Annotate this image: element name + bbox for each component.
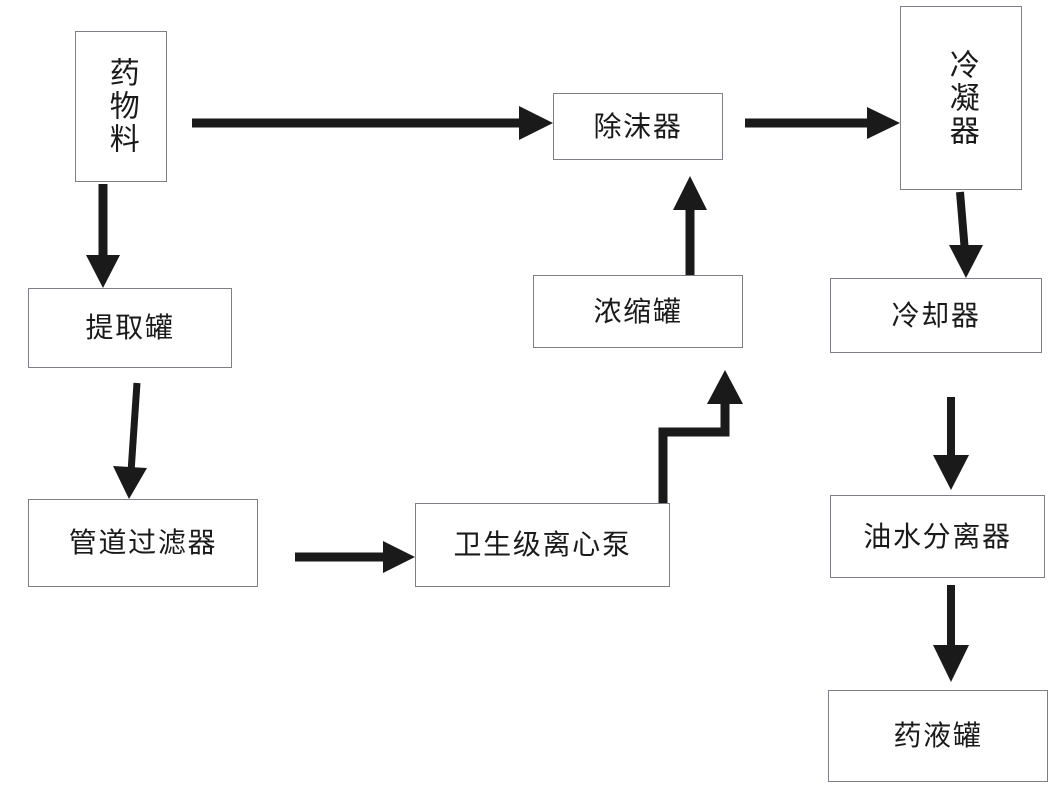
connector-cooler-to-oil-water-separator	[933, 397, 969, 490]
node-label-pipeline-filter: 管道过滤器	[68, 526, 218, 560]
node-extraction-tank[interactable]: 提取罐	[28, 288, 232, 368]
node-concentration-tank[interactable]: 浓缩罐	[533, 275, 743, 348]
node-cooler[interactable]: 冷却器	[830, 278, 1042, 353]
connector-extraction-tank-to-pipeline-filter	[113, 382, 147, 499]
connector-condenser-to-cooler	[949, 191, 983, 278]
node-label-cooler: 冷却器	[891, 298, 981, 332]
node-label-oil-water-separator: 油水分离器	[863, 519, 1012, 553]
node-label-condenser: 冷凝器	[943, 48, 979, 148]
node-sanitary-centrifugal-pump[interactable]: 卫生级离心泵	[415, 503, 670, 587]
connector-demister-to-condenser	[745, 107, 900, 139]
connector-pump-to-concentration-tank	[658, 370, 743, 503]
connector-drug-material-to-extraction-tank	[86, 184, 120, 288]
node-label-concentration-tank: 浓缩罐	[593, 294, 683, 328]
connector-drug-material-to-demister	[192, 106, 553, 140]
node-label-liquid-medicine-tank: 药液罐	[893, 719, 983, 753]
node-pipeline-filter[interactable]: 管道过滤器	[28, 499, 258, 587]
connector-pipeline-filter-to-pump	[295, 541, 415, 573]
node-condenser[interactable]: 冷凝器	[900, 6, 1022, 190]
node-demister[interactable]: 除沫器	[553, 93, 723, 160]
node-label-demister: 除沫器	[593, 109, 683, 143]
node-drug-material[interactable]: 药物料	[75, 31, 167, 182]
connector-oil-water-separator-to-liquid-medicine-tank	[933, 585, 969, 682]
connector-concentration-tank-to-demister	[673, 176, 707, 275]
node-label-drug-material: 药物料	[103, 57, 139, 156]
node-oil-water-separator[interactable]: 油水分离器	[830, 495, 1045, 578]
node-label-sanitary-centrifugal-pump: 卫生级离心泵	[453, 528, 632, 562]
node-label-extraction-tank: 提取罐	[85, 311, 175, 345]
node-liquid-medicine-tank[interactable]: 药液罐	[828, 690, 1048, 782]
